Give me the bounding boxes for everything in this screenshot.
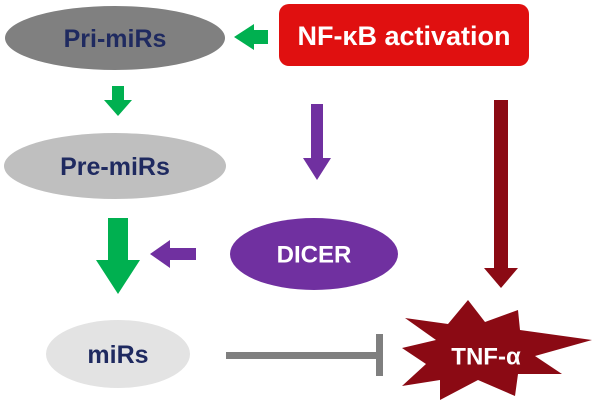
dicer-ellipse: [230, 218, 398, 290]
nfkb-activation-node: NF-κB activation: [279, 4, 529, 66]
arrow-nfkb-to-tnf-alpha: [484, 100, 518, 288]
dicer-label: DICER: [277, 242, 352, 269]
mirs-node: miRs: [46, 320, 190, 388]
tnf-alpha-starburst: [402, 300, 592, 400]
dicer-node: DICER: [230, 218, 398, 290]
arrow-nfkb-to-dicer: [303, 104, 331, 180]
arrow-nfkb-to-pri-mirs: [234, 24, 268, 50]
pri-mirs-ellipse: [5, 6, 225, 70]
pri-mirs-node: Pri-miRs: [5, 6, 225, 70]
arrow-pri-mirs-to-pre-mirs: [104, 86, 132, 116]
pre-mirs-node: Pre-miRs: [4, 133, 226, 199]
mirs-label: miRs: [87, 341, 148, 369]
mirs-ellipse: [46, 320, 190, 388]
pre-mirs-label: Pre-miRs: [60, 153, 170, 181]
arrow-dicer-to-pre-mirs: [150, 240, 196, 268]
inhibition-bar: [376, 334, 383, 376]
pri-mirs-label: Pri-miRs: [64, 25, 167, 53]
pre-mirs-ellipse: [4, 133, 226, 199]
nfkb-activation-label: NF-κB activation: [297, 21, 510, 51]
tnf-alpha-node: TNF-α: [402, 300, 592, 400]
inhibition-line: [226, 352, 378, 359]
nfkb-activation-box: [279, 4, 529, 66]
tnf-alpha-label: TNF-α: [451, 344, 521, 371]
arrow-pre-mirs-to-mirs: [96, 218, 140, 294]
inhibition-mirs-to-tnf-alpha: [226, 334, 383, 376]
